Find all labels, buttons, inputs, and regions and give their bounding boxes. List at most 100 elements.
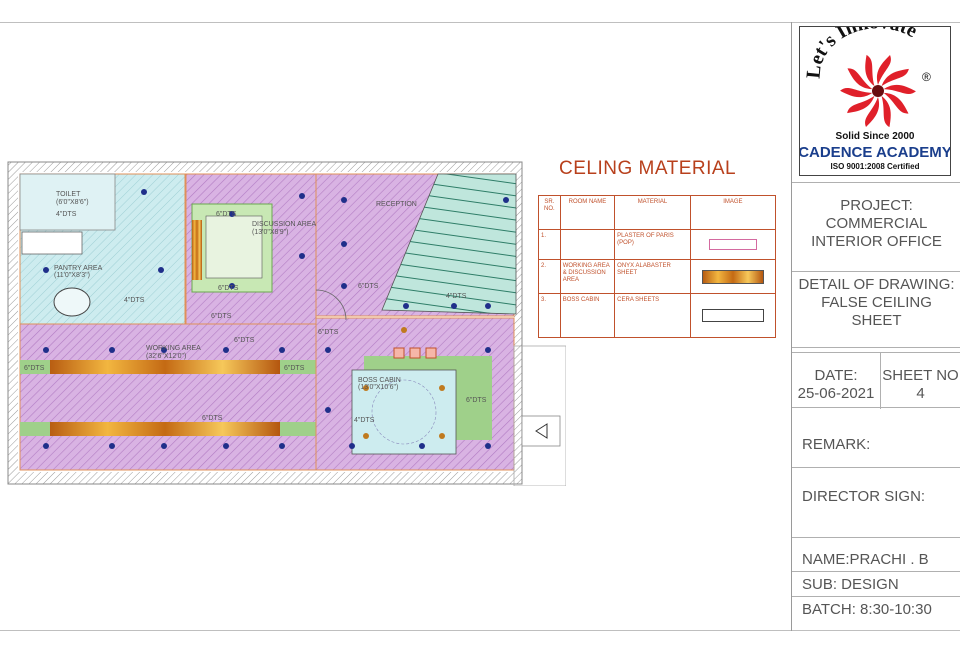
dts-label: 6"DTS	[318, 329, 339, 336]
door-swing	[315, 289, 347, 321]
downlight	[223, 443, 229, 449]
downlight	[485, 303, 491, 309]
dts-label: 6"DTS	[234, 337, 255, 344]
downlight	[223, 347, 229, 353]
reception-teal-ceiling	[381, 173, 517, 315]
dts-label: 4"DTS	[56, 211, 77, 218]
discussion-label: DISCUSSION AREA	[252, 221, 317, 228]
logo-registered: ®	[922, 70, 931, 84]
date-value: 25-06-2021	[797, 385, 875, 402]
date-cell: DATE: 25-06-2021	[792, 353, 881, 409]
downlight	[299, 193, 305, 199]
logo-since: Solid Since 2000	[836, 131, 915, 142]
downlight	[503, 197, 509, 203]
dts-label: 6"DTS	[284, 365, 305, 372]
name-section: NAME:PRACHI . B	[792, 538, 960, 572]
boss-light	[363, 433, 369, 439]
downlight	[341, 241, 347, 247]
logo-name: CADENCE ACADEMY	[800, 144, 950, 161]
col-image: IMAGE	[689, 195, 777, 230]
discussion-size: (13'0"X8'9")	[252, 229, 288, 236]
dts-label: 4"DTS	[354, 417, 375, 424]
pantry-counter	[21, 231, 83, 255]
toilet-label: TOILET	[56, 191, 81, 198]
dts-label: 6"DTS	[466, 397, 487, 404]
pantry-size: (11'0"X8'3")	[54, 272, 90, 279]
batch-section: BATCH: 8:30-10:30	[792, 597, 960, 631]
cell-material: CERA SHEETS	[614, 293, 691, 338]
cell-image	[689, 259, 777, 294]
cell-image	[689, 293, 777, 338]
working-size: (32'6"X12'0")	[146, 353, 186, 360]
project-section: PROJECT: COMMERCIAL INTERIOR OFFICE	[792, 182, 960, 272]
dts-label: 4"DTS	[124, 297, 145, 304]
right-outline	[513, 345, 566, 486]
batch-label: BATCH: 8:30-10:30	[802, 601, 932, 618]
cera-swatch	[701, 309, 764, 322]
onyx-swatch	[701, 269, 764, 284]
logo-graphic: Let's Innovate ® Solid Since 2	[798, 11, 952, 171]
table-row: 1. PLASTER OF PARIS (POP)	[538, 229, 777, 260]
date-sheet-section: DATE: 25-06-2021 SHEET NO 4	[792, 352, 960, 409]
downlight	[43, 443, 49, 449]
dts-label: 6"DTS	[218, 285, 239, 292]
downlight	[141, 189, 147, 195]
dts-label: 6"DTS	[202, 415, 223, 422]
feature-light	[393, 347, 405, 359]
boss-light	[439, 385, 445, 391]
downlight	[341, 197, 347, 203]
sheet-top-border	[0, 22, 960, 23]
cell-image	[689, 229, 777, 260]
logo-iso: ISO 9001:2008 Certified	[831, 162, 920, 171]
logo-flower	[840, 54, 916, 128]
working-label: WORKING AREA	[146, 345, 201, 352]
dts-label: 6"DTS	[216, 211, 237, 218]
pantry-label: PANTRY AREA	[54, 265, 103, 272]
student-name: NAME:PRACHI . B	[802, 551, 929, 568]
boss-light	[439, 433, 445, 439]
pop-swatch	[708, 239, 757, 250]
dts-label: 6"DTS	[211, 313, 232, 320]
downlight	[419, 443, 425, 449]
downlight	[229, 283, 235, 289]
section-marker-arrow	[535, 423, 548, 439]
boss-label: BOSS CABIN	[358, 377, 401, 384]
downlight	[229, 211, 235, 217]
downlight	[403, 303, 409, 309]
downlight	[161, 443, 167, 449]
sheet-value: 4	[916, 385, 925, 402]
table-row: 2. WORKING AREA & DISCUSSION AREA ONYX A…	[538, 259, 777, 294]
col-material: MATERIAL	[614, 195, 691, 230]
downlight	[341, 283, 347, 289]
remark-section: REMARK:	[792, 408, 960, 468]
cell-sr: 2.	[538, 259, 561, 294]
project-line2: INTERIOR OFFICE	[811, 233, 942, 250]
downlight	[299, 253, 305, 259]
detail-line1: FALSE CEILING	[821, 294, 932, 311]
cell-sr: 1.	[538, 229, 561, 260]
boss-light	[363, 385, 369, 391]
boss-lights	[363, 327, 445, 439]
downlight	[451, 303, 457, 309]
downlight	[349, 443, 355, 449]
date-label: DATE:	[814, 367, 858, 384]
cell-sr: 3.	[538, 293, 561, 338]
downlight	[43, 267, 49, 273]
feature-lights	[393, 347, 437, 359]
project-label: PROJECT:	[840, 197, 913, 214]
cell-material: ONYX ALABASTER SHEET	[614, 259, 691, 294]
cell-room: WORKING AREA & DISCUSSION AREA	[559, 259, 616, 294]
dts-label: 6"DTS	[358, 283, 379, 290]
downlight	[485, 347, 491, 353]
toilet-size: (6'0"X8'6")	[56, 199, 89, 206]
material-section-title: CELING MATERIAL	[559, 158, 737, 179]
downlight	[325, 347, 331, 353]
cell-room	[559, 229, 616, 260]
downlight	[325, 407, 331, 413]
downlight	[158, 267, 164, 273]
downlights	[43, 189, 509, 449]
sheet-bottom-border	[0, 630, 960, 631]
pantry-table	[53, 287, 91, 317]
feature-light	[409, 347, 421, 359]
downlight	[109, 443, 115, 449]
